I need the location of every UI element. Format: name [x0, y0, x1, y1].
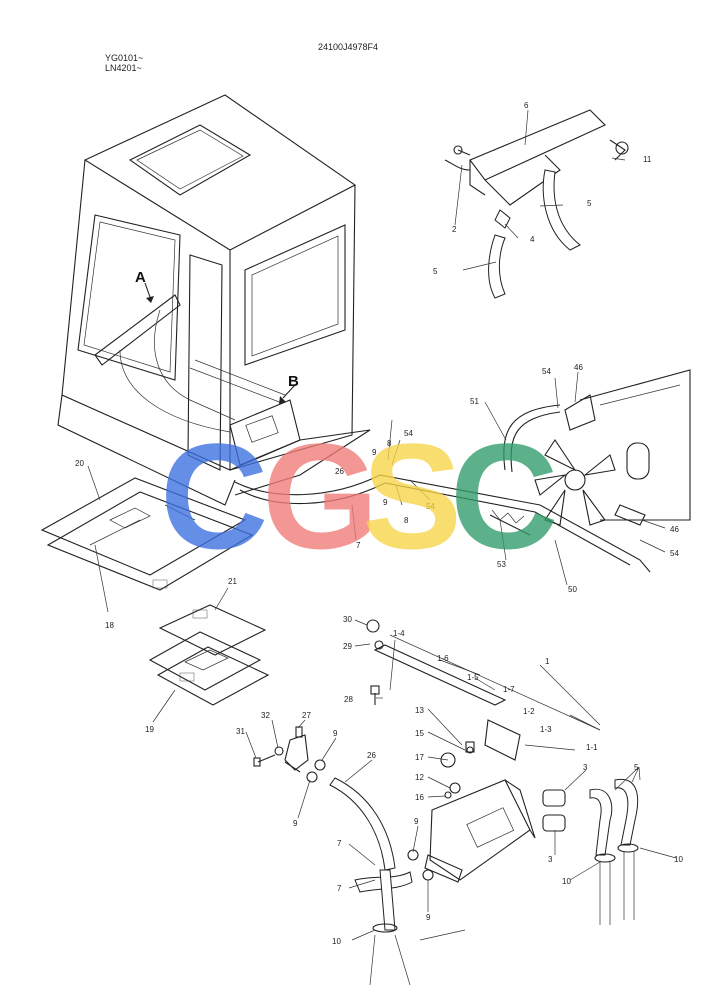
- callout-2: 2: [452, 225, 457, 234]
- callout-27: 27: [302, 711, 311, 720]
- watermark-logo: C G S C: [160, 412, 558, 580]
- callout-9-mid: 9: [383, 498, 388, 507]
- callout-16: 16: [415, 793, 424, 802]
- callout-13: 13: [415, 706, 424, 715]
- callout-1-7: 1-7: [503, 685, 515, 694]
- callout-1-6: 1-6: [437, 654, 449, 663]
- callout-9-top: 9: [372, 448, 377, 457]
- callout-1-5: 1-5: [467, 673, 479, 682]
- callout-5: 5: [433, 267, 438, 276]
- defroster-detail: [444, 109, 629, 299]
- callout-26-top: 26: [335, 467, 344, 476]
- callout-7-low: 7: [337, 884, 342, 893]
- callout-11: 11: [643, 155, 652, 164]
- view-a-label: A: [135, 269, 146, 286]
- callout-19: 19: [145, 725, 154, 734]
- watermark-letter-3: S: [362, 412, 462, 580]
- callout-53: 53: [497, 560, 506, 569]
- cab-drawing: [57, 94, 371, 506]
- heater-pipes: [234, 404, 651, 573]
- callout-54-low: 54: [426, 502, 435, 511]
- callout-1-1: 1-1: [586, 743, 598, 752]
- callout-1-4: 1-4: [393, 629, 405, 638]
- callout-20: 20: [75, 459, 84, 468]
- callout-46-top: 46: [574, 363, 583, 372]
- callout-numbers: 6 11 2 5 4 5 51 54 46 46 54 53 50 7 26 9…: [75, 101, 683, 946]
- valve-parts: [253, 726, 326, 783]
- watermark-letter-4: C: [450, 412, 558, 580]
- callout-54-top: 54: [542, 367, 551, 376]
- callout-1-2: 1-2: [523, 707, 535, 716]
- callout-9-b: 9: [426, 913, 431, 922]
- callout-32: 32: [261, 711, 270, 720]
- engine-fan: [489, 369, 691, 536]
- callout-1: 1: [545, 657, 550, 666]
- callout-9-a: 9: [414, 817, 419, 826]
- callout-9-d: 9: [293, 819, 298, 828]
- callout-54: 54: [670, 549, 679, 558]
- callout-50: 50: [568, 585, 577, 594]
- callout-10-low: 10: [332, 937, 341, 946]
- callout-30: 30: [343, 615, 352, 624]
- callout-18: 18: [105, 621, 114, 630]
- serial-range-2: LN4201~: [105, 63, 142, 73]
- callout-54-mid: 54: [404, 429, 413, 438]
- heater-assembly: [366, 619, 601, 883]
- callout-26: 26: [367, 751, 376, 760]
- callout-3: 3: [548, 855, 553, 864]
- part-code: 24100J4978F4: [318, 42, 378, 52]
- heater-hoses: [329, 777, 639, 986]
- callout-9-c: 9: [333, 729, 338, 738]
- callout-10-mid: 10: [562, 877, 571, 886]
- callout-3-top: 3: [583, 763, 588, 772]
- callout-17: 17: [415, 753, 424, 762]
- floor-mats: [40, 477, 270, 706]
- callout-8-mid: 8: [404, 516, 409, 525]
- callout-5-top: 5: [587, 199, 592, 208]
- callout-1-3: 1-3: [540, 725, 552, 734]
- callout-46: 46: [670, 525, 679, 534]
- serial-range-1: YG0101~: [105, 53, 143, 63]
- callout-51: 51: [470, 397, 479, 406]
- view-b-label: B: [288, 373, 299, 390]
- callout-12: 12: [415, 773, 424, 782]
- callout-5-low: 5: [634, 763, 639, 772]
- callout-7-top: 7: [356, 541, 361, 550]
- callout-7: 7: [337, 839, 342, 848]
- callout-4: 4: [530, 235, 535, 244]
- callout-8-top: 8: [387, 439, 392, 448]
- watermark-letter-2: G: [262, 412, 379, 580]
- callout-29: 29: [343, 642, 352, 651]
- callout-10-right: 10: [674, 855, 683, 864]
- callout-21: 21: [228, 577, 237, 586]
- callout-15: 15: [415, 729, 424, 738]
- callout-6: 6: [524, 101, 529, 110]
- leader-lines: [87, 109, 677, 941]
- callout-31: 31: [236, 727, 245, 736]
- watermark-letter-1: C: [160, 412, 268, 580]
- callout-28: 28: [344, 695, 353, 704]
